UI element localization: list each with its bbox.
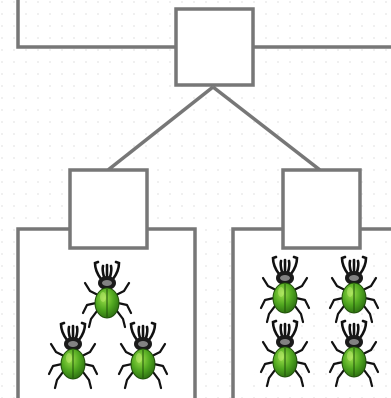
parent-connector-line [16,0,391,49]
right-child-node-box [281,168,362,250]
left-branch-line [106,85,215,172]
right-branch-line [211,85,322,172]
left-child-node-box [68,168,149,250]
parent-node-box [174,7,255,87]
